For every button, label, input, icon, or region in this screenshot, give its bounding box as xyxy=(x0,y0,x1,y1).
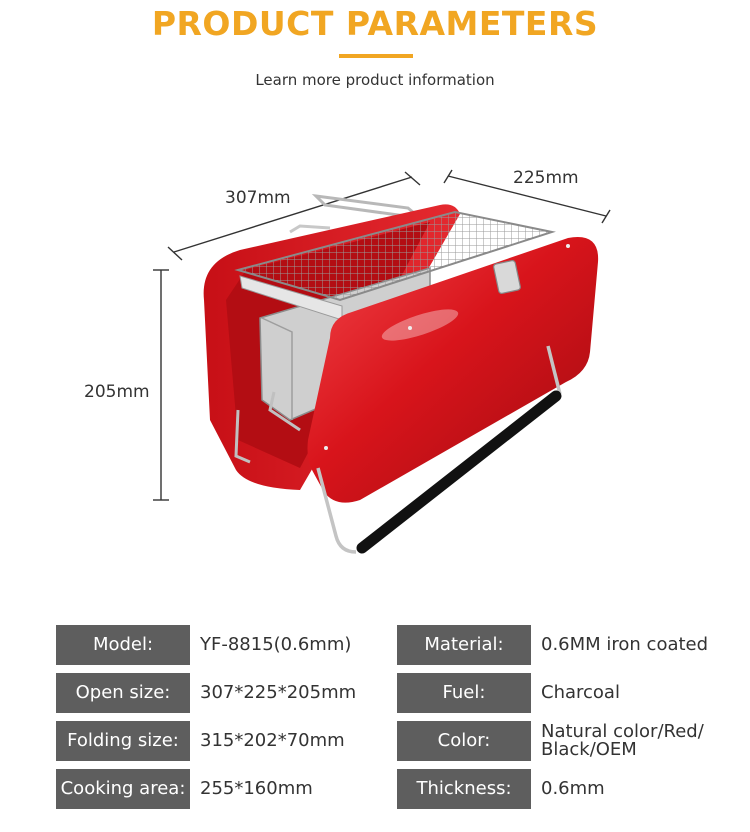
height-dimension: 205mm xyxy=(84,382,150,402)
spec-row-material: Material: 0.6MM iron coated xyxy=(397,625,737,665)
spec-value: 255*160mm xyxy=(200,778,313,799)
title-underline xyxy=(339,54,413,58)
spec-value: Natural color/Red/ Black/OEM xyxy=(541,721,704,760)
spec-value: 315*202*70mm xyxy=(200,730,345,751)
spec-row-folding-size: Folding size: 315*202*70mm xyxy=(56,721,396,761)
spec-value: YF-8815(0.6mm) xyxy=(200,634,352,655)
spec-value: Charcoal xyxy=(541,682,620,703)
spec-label: Model: xyxy=(56,625,190,665)
length-dimension: 307mm xyxy=(225,188,291,208)
spec-value: 0.6mm xyxy=(541,778,605,799)
spec-value: 307*225*205mm xyxy=(200,682,357,703)
spec-row-fuel: Fuel: Charcoal xyxy=(397,673,737,713)
spec-label: Fuel: xyxy=(397,673,531,713)
spec-label: Material: xyxy=(397,625,531,665)
spec-row-color: Color: Natural color/Red/ Black/OEM xyxy=(397,721,737,761)
portable-suitcase-grill-icon xyxy=(203,193,599,554)
spec-value: 0.6MM iron coated xyxy=(541,634,709,655)
width-dimension: 225mm xyxy=(513,168,579,188)
spec-label: Thickness: xyxy=(397,769,531,809)
spec-row-open-size: Open size: 307*225*205mm xyxy=(56,673,396,713)
dimension-lines xyxy=(153,169,611,501)
spec-row-cooking-area: Cooking area: 255*160mm xyxy=(56,769,396,809)
page-title: PRODUCT PARAMETERS xyxy=(151,4,599,43)
spec-label: Color: xyxy=(397,721,531,761)
spec-label: Folding size: xyxy=(56,721,190,761)
spec-label: Cooking area: xyxy=(56,769,190,809)
spec-row-thickness: Thickness: 0.6mm xyxy=(397,769,737,809)
spec-row-model: Model: YF-8815(0.6mm) xyxy=(56,625,396,665)
page-subtitle: Learn more product information xyxy=(255,71,495,89)
spec-label: Open size: xyxy=(56,673,190,713)
